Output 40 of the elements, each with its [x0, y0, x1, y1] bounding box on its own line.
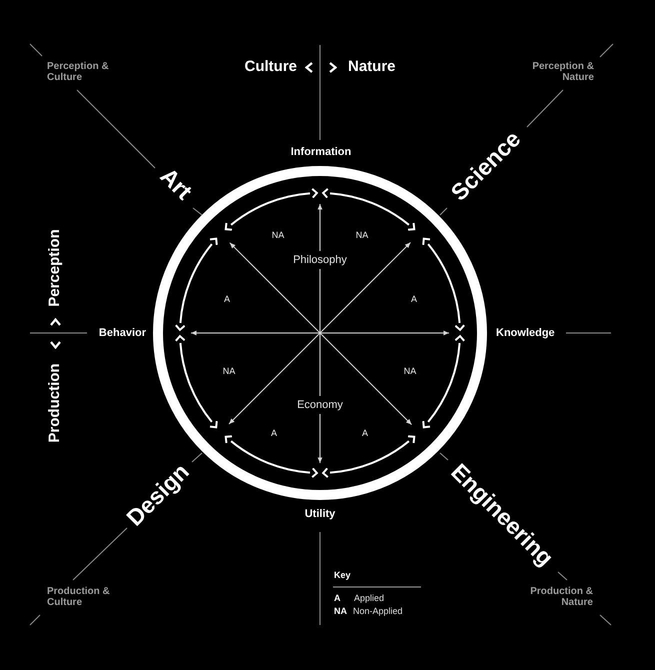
- key-abbreviation: A: [334, 594, 340, 604]
- cycle-arrow: [422, 238, 466, 331]
- axis-title: Culture: [244, 58, 297, 76]
- key-abbreviation: NA: [334, 607, 347, 617]
- key-description: Applied: [354, 594, 384, 604]
- spoke-arrow: [318, 414, 322, 464]
- cardinal-label: Knowledge: [496, 326, 555, 340]
- cardinal-label: Information: [290, 146, 352, 158]
- corner-label: Production & Culture: [47, 586, 111, 608]
- corner-label: Production & Nature: [529, 586, 593, 608]
- key-description: Non-Applied: [353, 607, 403, 617]
- sector-label: A: [411, 295, 417, 305]
- axis-title: Perception: [46, 229, 64, 307]
- sector-label: A: [224, 295, 230, 305]
- corner-label: Perception & Culture: [47, 61, 110, 83]
- spoke-arrow: [190, 330, 450, 336]
- sector-label: NA: [404, 367, 416, 377]
- axis-title: Nature: [348, 58, 396, 76]
- cycle-arrow: [422, 335, 466, 428]
- cycle-arrow: [322, 188, 416, 231]
- cycle-arrow: [174, 238, 218, 331]
- axis-title: Production: [46, 363, 64, 443]
- sector-label: A: [362, 429, 368, 439]
- cycle-arrow: [174, 335, 218, 428]
- key-title: Key: [334, 571, 351, 581]
- sector-label: NA: [272, 231, 284, 241]
- sector-label: NA: [356, 231, 368, 241]
- cycle-arrow: [322, 435, 416, 478]
- corner-label: Perception & Nature: [531, 61, 594, 83]
- crossed-arrows: [228, 242, 412, 426]
- cardinal-label: Behavior: [98, 326, 146, 340]
- diagonal-title: Art: [155, 163, 197, 205]
- cycle-arrow: [224, 188, 318, 231]
- cardinal-label: Utility: [304, 508, 336, 520]
- spoke-arrow: [318, 204, 322, 252]
- axis-label: Philosophy: [293, 254, 347, 266]
- cycle-arrow: [224, 435, 318, 478]
- axis-label: Economy: [297, 398, 343, 412]
- sector-label: NA: [222, 367, 236, 377]
- sector-label: A: [271, 429, 277, 439]
